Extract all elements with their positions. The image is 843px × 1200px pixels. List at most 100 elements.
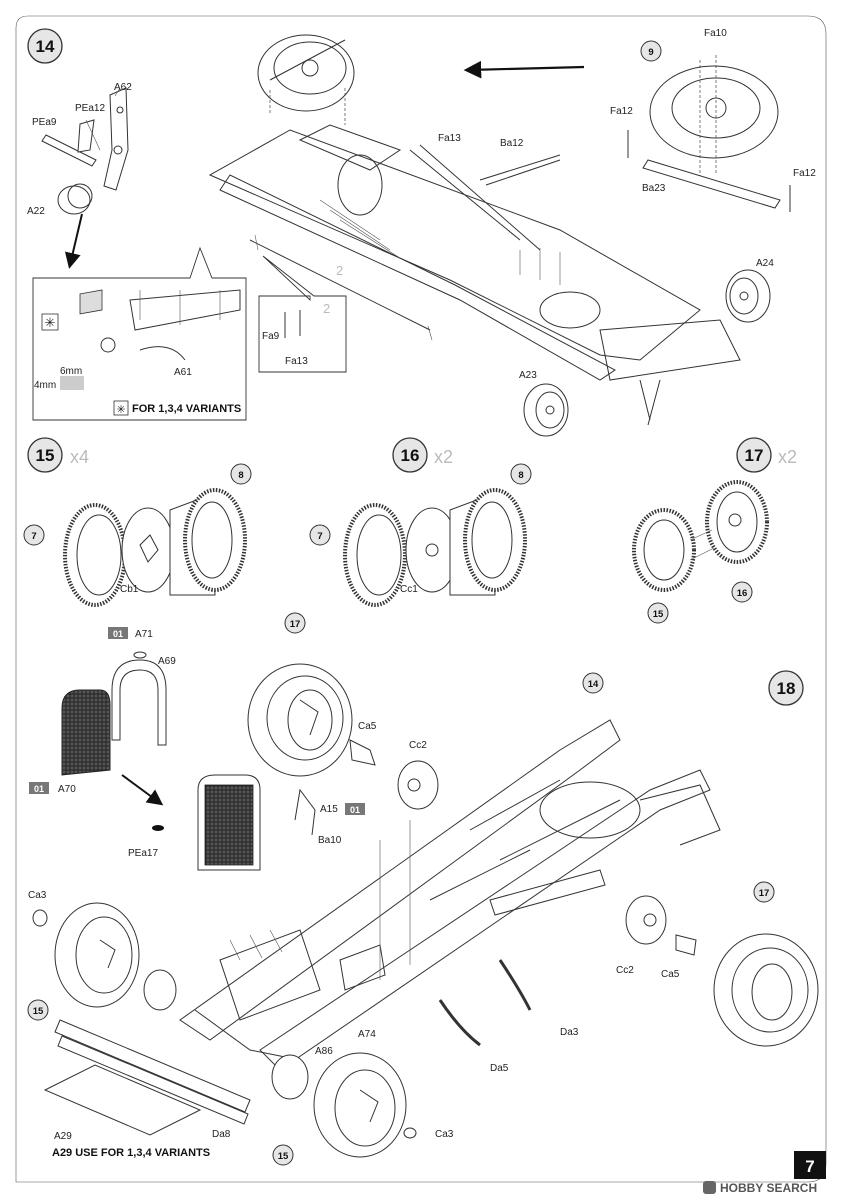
step-15-number: 15 — [36, 446, 55, 465]
label-PEa12: PEa12 — [75, 103, 105, 114]
label-Fa13-inset: Fa13 — [285, 356, 308, 367]
step-17-number: 17 — [745, 446, 764, 465]
page-number-box — [794, 1151, 826, 1179]
watermark-logo-icon — [703, 1181, 716, 1194]
paint-chip-a15 — [345, 803, 365, 815]
step-16: 16 x2 7 8 Cc1 — [309, 437, 532, 607]
callout-14: 14 — [588, 679, 599, 690]
callout-8-step15: 8 — [238, 470, 243, 481]
step-14: 14 A62 PEa12 PEa9 A22 — [27, 28, 816, 437]
step-16-number: 16 — [401, 446, 420, 465]
hose-da5 — [438, 999, 481, 1047]
rod-multiplier: 2 — [336, 263, 343, 278]
front-wheel-right — [725, 269, 771, 323]
spare-wheel-9 — [627, 55, 791, 212]
hose-da3 — [498, 959, 532, 1011]
page-number: 7 — [805, 1157, 814, 1176]
paint-code-a15: 01 — [350, 805, 360, 815]
label-A23: A23 — [519, 370, 537, 381]
callout-7-step16: 7 — [317, 531, 322, 542]
step-14-number: 14 — [36, 37, 55, 56]
svg-text:✳: ✳ — [116, 404, 125, 416]
step-18: 18 01 A71 A69 01 A70 PEa17 A15 01 Ba10 — [27, 612, 819, 1166]
label-A74: A74 — [358, 1029, 376, 1040]
rear-dual-wheel-top — [247, 663, 439, 810]
paint-chip-a71 — [108, 627, 128, 639]
label-Fa12-left: Fa12 — [610, 106, 633, 117]
step-18-number: 18 — [777, 679, 796, 698]
front-wheel-left — [523, 383, 569, 437]
label-Fa9: Fa9 — [262, 331, 280, 342]
step-15: 15 x4 7 8 Cb1 — [23, 437, 252, 607]
label-A62: A62 — [114, 82, 132, 93]
label-Da5: Da5 — [490, 1063, 509, 1074]
variant-symbol — [41, 313, 59, 331]
lamp-bracket-assembly — [41, 87, 129, 269]
rear-dual-wheel-right — [625, 895, 819, 1047]
step-14-badge — [27, 28, 63, 64]
chassis-frame-step18 — [179, 719, 721, 1071]
label-A61: A61 — [174, 367, 192, 378]
label-A86: A86 — [315, 1046, 333, 1057]
label-A29: A29 — [54, 1131, 72, 1142]
paint-code-a71: 01 — [113, 629, 123, 639]
label-A69: A69 — [158, 656, 176, 667]
label-PEa9: PEa9 — [32, 117, 57, 128]
paint-code-a70: 01 — [34, 784, 44, 794]
chassis-frame-step14 — [208, 124, 741, 426]
callout-17-top: 17 — [290, 619, 301, 630]
spare-tire — [257, 34, 355, 125]
label-A70: A70 — [58, 784, 76, 795]
label-Ca3-top: Ca3 — [28, 890, 47, 901]
label-Da8: Da8 — [212, 1129, 231, 1140]
wheel-assembly-16 — [343, 488, 527, 607]
callout-8-step16: 8 — [518, 470, 523, 481]
callout-16-step17: 16 — [737, 588, 748, 599]
watermark-text: HOBBY SEARCH — [720, 1181, 817, 1195]
label-Ca3-bottom: Ca3 — [435, 1129, 454, 1140]
step-16-multiplier: x2 — [434, 447, 453, 467]
variant-inset: ✳ ✳ — [32, 246, 247, 421]
radiator-shell — [61, 651, 167, 806]
paint-chip-a70 — [29, 782, 49, 794]
step-17: 17 x2 15 16 — [632, 437, 797, 624]
label-PEa17: PEa17 — [128, 848, 158, 859]
label-A22: A22 — [27, 206, 45, 217]
dimension-6mm: 6mm — [60, 366, 82, 377]
label-Cc2-right: Cc2 — [616, 965, 634, 976]
label-Fa12-right: Fa12 — [793, 168, 816, 179]
fa-pair-multiplier: 2 — [323, 301, 330, 316]
wheel-assembly-15 — [63, 488, 247, 607]
label-Ca5-top: Ca5 — [358, 721, 377, 732]
label-Da3: Da3 — [560, 1027, 579, 1038]
callout-15-step17: 15 — [653, 609, 664, 620]
callout-17-right: 17 — [759, 888, 770, 899]
label-Fa10: Fa10 — [704, 28, 727, 39]
rod-inset — [258, 255, 347, 373]
step-17-multiplier: x2 — [778, 447, 797, 467]
direction-arrow — [463, 60, 585, 79]
variant-note-1-3-4: FOR 1,3,4 VARIANTS — [132, 403, 241, 415]
dual-wheel-assembly — [632, 480, 769, 592]
label-Ca5-right: Ca5 — [661, 969, 680, 980]
svg-text:✳: ✳ — [45, 315, 56, 330]
callout-9 — [640, 40, 662, 62]
dimension-4mm: 4mm — [34, 380, 56, 391]
label-A15: A15 — [320, 804, 338, 815]
callout-7-step15: 7 — [31, 531, 36, 542]
callout-15-bottom: 15 — [278, 1151, 289, 1162]
label-Cc1: Cc1 — [400, 584, 418, 595]
label-Cb1: Cb1 — [120, 584, 139, 595]
step-15-multiplier: x4 — [70, 447, 89, 467]
a29-variant-note: A29 USE FOR 1,3,4 VARIANTS — [52, 1147, 210, 1159]
label-Ba10: Ba10 — [318, 835, 342, 846]
callout-15-left: 15 — [33, 1006, 44, 1017]
front-wheel-step18-left — [32, 902, 177, 1011]
label-Cc2-top: Cc2 — [409, 740, 427, 751]
front-wheel-step18-bottom — [271, 1052, 417, 1158]
label-Ba23: Ba23 — [642, 183, 666, 194]
front-bumper — [43, 1019, 251, 1136]
pea17-part — [152, 825, 164, 831]
label-A71: A71 — [135, 629, 153, 640]
